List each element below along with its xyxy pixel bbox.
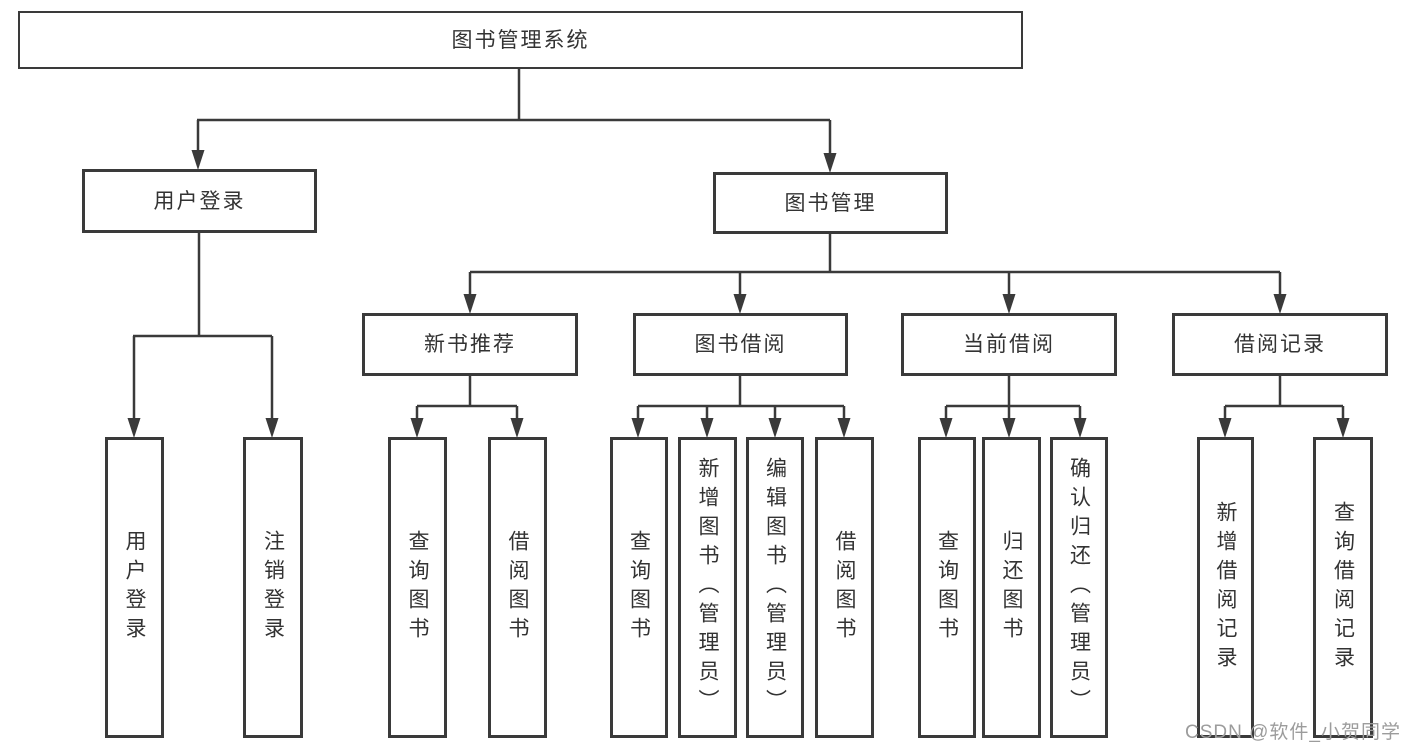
leaf-query-books-recommend: 查询图书: [388, 437, 447, 738]
leaf-return-books: 归还图书: [982, 437, 1041, 738]
node-book-management: 图书管理: [713, 172, 948, 234]
leaf-query-books-borrowing: 查询图书: [610, 437, 668, 738]
node-root-library-system: 图书管理系统: [18, 11, 1023, 69]
leaf-logout: 注销登录: [243, 437, 303, 738]
leaf-query-borrow-record: 查询借阅记录: [1313, 437, 1373, 738]
csdn-watermark: CSDN @软件_小贺同学: [1185, 722, 1401, 743]
node-user-login: 用户登录: [82, 169, 317, 233]
leaf-user-login: 用户登录: [105, 437, 164, 738]
leaf-borrow-books-recommend: 借阅图书: [488, 437, 547, 738]
leaf-confirm-return-admin: 确认归还（管理员）: [1050, 437, 1108, 738]
node-book-borrowing: 图书借阅: [633, 313, 848, 376]
leaf-borrow-books: 借阅图书: [815, 437, 874, 738]
node-new-book-recommendation: 新书推荐: [362, 313, 578, 376]
node-current-borrowing: 当前借阅: [901, 313, 1117, 376]
leaf-query-books-current: 查询图书: [918, 437, 976, 738]
leaf-add-borrow-record: 新增借阅记录: [1197, 437, 1254, 738]
leaf-add-books-admin: 新增图书（管理员）: [678, 437, 737, 738]
node-borrowing-records: 借阅记录: [1172, 313, 1388, 376]
leaf-edit-books-admin: 编辑图书（管理员）: [746, 437, 804, 738]
